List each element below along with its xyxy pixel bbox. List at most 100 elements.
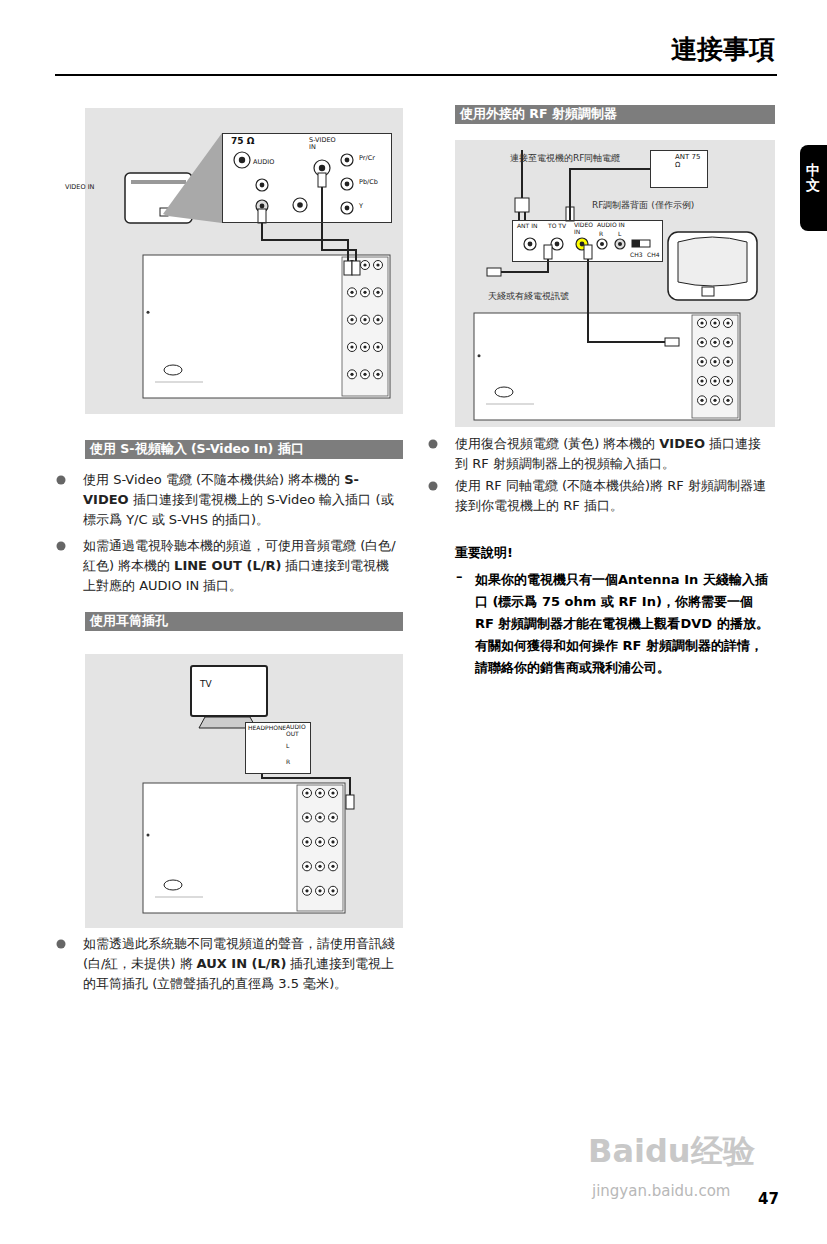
section-title: 使用外接的 RF 射頻調制器 — [460, 107, 617, 121]
section-title: 使用耳筒插孔 — [90, 614, 168, 628]
port-label: AUDIO IN — [597, 222, 625, 229]
cable-plug — [258, 209, 266, 223]
bullet-dot — [429, 482, 438, 491]
cable-plug — [487, 268, 501, 276]
cable — [322, 176, 356, 266]
body-text: 如果你的電視機只有一個Antenna In 天綫輸入插口 (標示爲 75 ohm… — [475, 572, 769, 675]
port-label: CH4 — [647, 252, 660, 259]
port-label: VIDEO IN — [65, 184, 94, 191]
paragraph: 使用復合視頻電纜 (黃色) 將本機的VIDEO插口連接到 RF 射頻調制器上的視… — [455, 434, 773, 474]
body-text: 使用 S-Video 電纜 (不隨本機供給) 將本機的 — [83, 472, 340, 487]
antenna-terminal: ANT 75 Ω — [650, 150, 708, 188]
language-tab: 中文 — [800, 145, 827, 231]
cable-plug — [665, 338, 679, 346]
power-plug — [515, 198, 529, 220]
port-label: CH3 — [630, 252, 643, 259]
section-header: 使用 S-視頻輸入 (S-Video In) 插口 — [85, 440, 403, 459]
jack — [341, 178, 353, 190]
port-label: Pr/Cr — [359, 155, 375, 162]
bullet-dot — [57, 476, 66, 485]
bullet-dot — [57, 940, 66, 949]
headphone-panel: HEADPHONEAUDIO OUT L R — [245, 722, 311, 774]
header-rule — [55, 74, 777, 76]
player-back-panel — [474, 313, 740, 420]
jack — [551, 238, 563, 250]
port-label: L — [286, 743, 289, 750]
jack — [234, 152, 250, 168]
tv-jack-panel: 75 ΩAUDIOS-VIDEO INVIDEO INPr/CrPb/CbY — [222, 133, 392, 223]
port-label: AUDIO — [253, 159, 274, 166]
figure-ground — [85, 108, 403, 414]
paragraph: 如果你的電視機只有一個Antenna In 天綫輸入插口 (標示爲 75 ohm… — [475, 569, 775, 679]
port-label: Pb/Cb — [359, 179, 378, 186]
body-text: 插口連接到電視機上的 S-Video 輸入插口 (或標示爲 Y/C 或 S-VH… — [83, 492, 394, 527]
jack — [341, 202, 353, 214]
port-label: Y — [359, 203, 363, 210]
channel-switch-knob — [632, 240, 640, 247]
tab-label: 中文 — [806, 163, 820, 194]
cable-note: 天綫或有綫電視訊號 — [488, 290, 569, 303]
port-label: ANT IN — [517, 223, 537, 230]
paragraph: 如需通過電視聆聽本機的頻道，可使用音頻電纜 (白色/紅色) 將本機的LINE O… — [83, 536, 401, 596]
bold-term: LINE OUT (L/R) — [174, 558, 281, 573]
cable-plug — [344, 261, 352, 275]
note-heading: 重要說明! — [455, 544, 513, 562]
body-text: 使用 RF 同軸電纜 (不隨本機供給)將 RF 射頻調制器連接到你電視機上的 R… — [455, 478, 766, 513]
jack — [341, 154, 353, 166]
cable — [500, 250, 548, 272]
cable — [262, 212, 348, 266]
section-header: 使用耳筒插孔 — [85, 612, 403, 631]
paragraph: 如需透過此系統聽不同電視頻道的聲音，請使用音訊綫 (白/紅，未提供) 將AUX … — [83, 934, 401, 994]
page-title: 連接事項 — [671, 32, 775, 67]
port-label: AUDIO OUT — [286, 724, 308, 738]
watermark: jingyan.baidu.com — [592, 1182, 730, 1200]
dash: – — [456, 569, 463, 584]
port-label: R — [286, 759, 290, 766]
tv-box: TV — [190, 665, 268, 717]
bold-term: VIDEO — [659, 436, 705, 451]
jack — [524, 238, 536, 250]
panel-ground — [222, 133, 392, 223]
paragraph: 使用 RF 同軸電纜 (不隨本機供給)將 RF 射頻調制器連接到你電視機上的 R… — [455, 476, 773, 516]
player-back-panel — [143, 255, 390, 398]
rf-modulator: ANT IN TO TV VIDEO INAUDIO IN R L CH3 CH4 — [512, 220, 663, 262]
figure-note: RF調制器背面 (僅作示例) — [592, 199, 694, 212]
figure-ground — [455, 140, 775, 427]
cable-plug — [584, 245, 592, 259]
port-label: R — [599, 231, 603, 238]
bullet-dot — [57, 542, 66, 551]
cable-plug — [544, 245, 552, 259]
cable-plug — [318, 173, 326, 187]
page-number: 47 — [758, 1190, 779, 1208]
port-label: VIDEO IN — [574, 222, 594, 236]
tv-set — [668, 232, 757, 300]
port-label: 75 Ω — [231, 136, 254, 146]
cable-note: 連接至電視機的RF同軸電纜 — [510, 152, 620, 165]
bold-term: AUX IN (L/R) — [197, 956, 287, 971]
jack — [256, 179, 268, 191]
port-label: ANT 75 Ω — [675, 153, 705, 169]
jack — [597, 239, 607, 249]
port-label: TV — [200, 679, 212, 689]
section-title: 使用 S-視頻輸入 (S-Video In) 插口 — [90, 442, 304, 456]
figure-ground — [85, 654, 403, 928]
port-label: HEADPHONE — [248, 725, 286, 732]
cable — [588, 250, 668, 342]
cable-plug — [346, 795, 354, 809]
port-label: TO TV — [548, 223, 566, 230]
player-back-panel — [143, 783, 345, 913]
bullet-dot — [429, 440, 438, 449]
paragraph: 使用 S-Video 電纜 (不隨本機供給) 將本機的S-VIDEO插口連接到電… — [83, 470, 401, 530]
watermark: Baidu经验 — [588, 1130, 755, 1174]
panel-ground — [512, 220, 662, 262]
cable-plug — [352, 261, 360, 275]
port-label: L — [618, 231, 621, 238]
port-label: S-VIDEO IN — [309, 137, 341, 152]
section-header: 使用外接的 RF 射頻調制器 — [455, 105, 775, 124]
jack — [293, 198, 307, 212]
coax-cable — [570, 169, 650, 220]
jack — [615, 239, 625, 249]
body-text: 使用復合視頻電纜 (黃色) 將本機的 — [455, 436, 655, 451]
magnify-wedge — [163, 133, 222, 223]
